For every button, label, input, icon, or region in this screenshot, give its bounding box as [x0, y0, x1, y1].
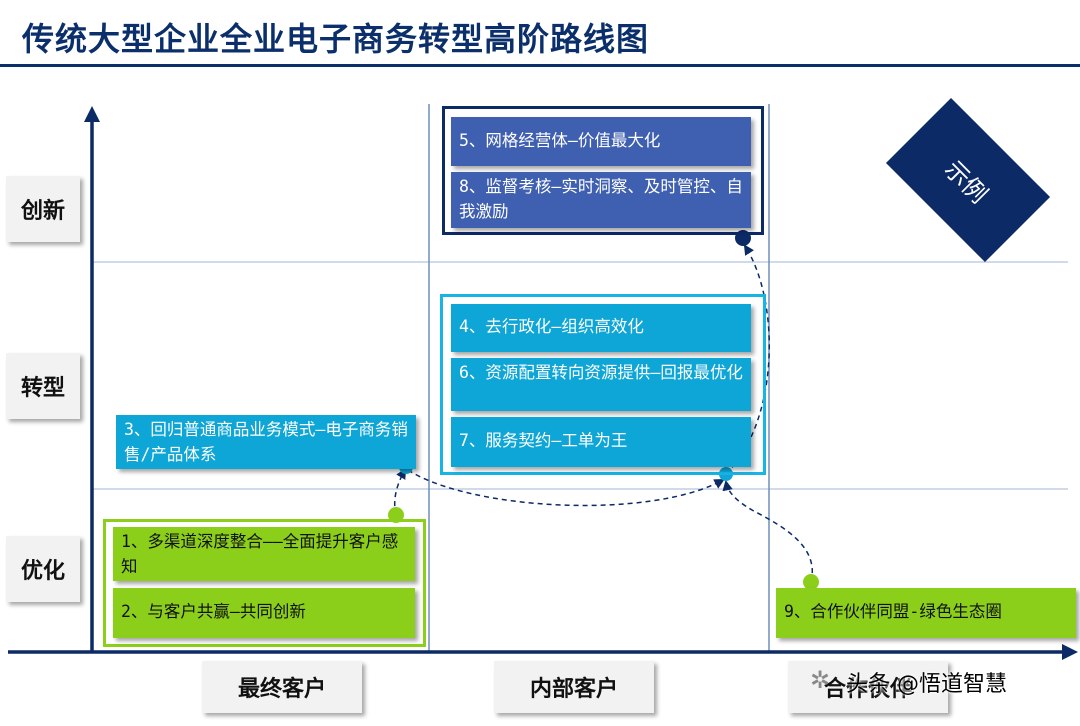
x-axis-arrow [1062, 644, 1078, 660]
dot-box-9 [803, 574, 819, 590]
x-label-internal-customer: 内部客户 [494, 661, 654, 713]
example-badge-label: 示例 [939, 154, 994, 209]
connector-3-to-7 [407, 469, 725, 507]
y-label-optimize: 优化 [6, 536, 80, 602]
frame-innovation-internal [442, 106, 764, 235]
box-4-de-administration: 4、去行政化—组织高效化 [451, 304, 751, 352]
box-7-service-contract: 7、服务契约—工单为王 [451, 417, 751, 467]
box-2-co-win: 2、与客户共赢—共同创新 [113, 588, 415, 638]
x-label-end-customer: 最终客户 [202, 661, 362, 713]
y-axis-arrow [84, 106, 100, 122]
watermark-text: 头条 @悟道智慧 [846, 672, 1007, 697]
y-label-innovation: 创新 [6, 176, 80, 242]
box-6-resource-allocation: 6、资源配置转向资源提供—回报最优化 [451, 358, 751, 411]
box-8-supervision: 8、监督考核—实时洞察、及时管控、自我激励 [451, 172, 751, 228]
box-1-channel-integration: 1、多渠道深度整合——全面提升客户感知 [113, 527, 415, 581]
box-9-partner-alliance: 9、合作伙伴同盟-绿色生态圈 [776, 588, 1076, 638]
frame-transform-internal [440, 294, 766, 475]
watermark-icon: ✲ [810, 666, 831, 694]
title-divider [0, 64, 1080, 67]
x-label-partner: 合作伙伴 [788, 661, 948, 713]
page-title: 传统大型企业全业电子商务转型高阶路线图 [22, 20, 650, 58]
connector-9-to-7 [722, 479, 814, 583]
box-3-ecommerce-model: 3、回归普通商品业务模式—电子商务销售/产品体系 [116, 415, 416, 469]
frame-optimize-customer [103, 519, 426, 647]
y-label-transform: 转型 [6, 353, 80, 419]
box-5-grid-operation: 5、网格经营体—价值最大化 [451, 117, 751, 166]
